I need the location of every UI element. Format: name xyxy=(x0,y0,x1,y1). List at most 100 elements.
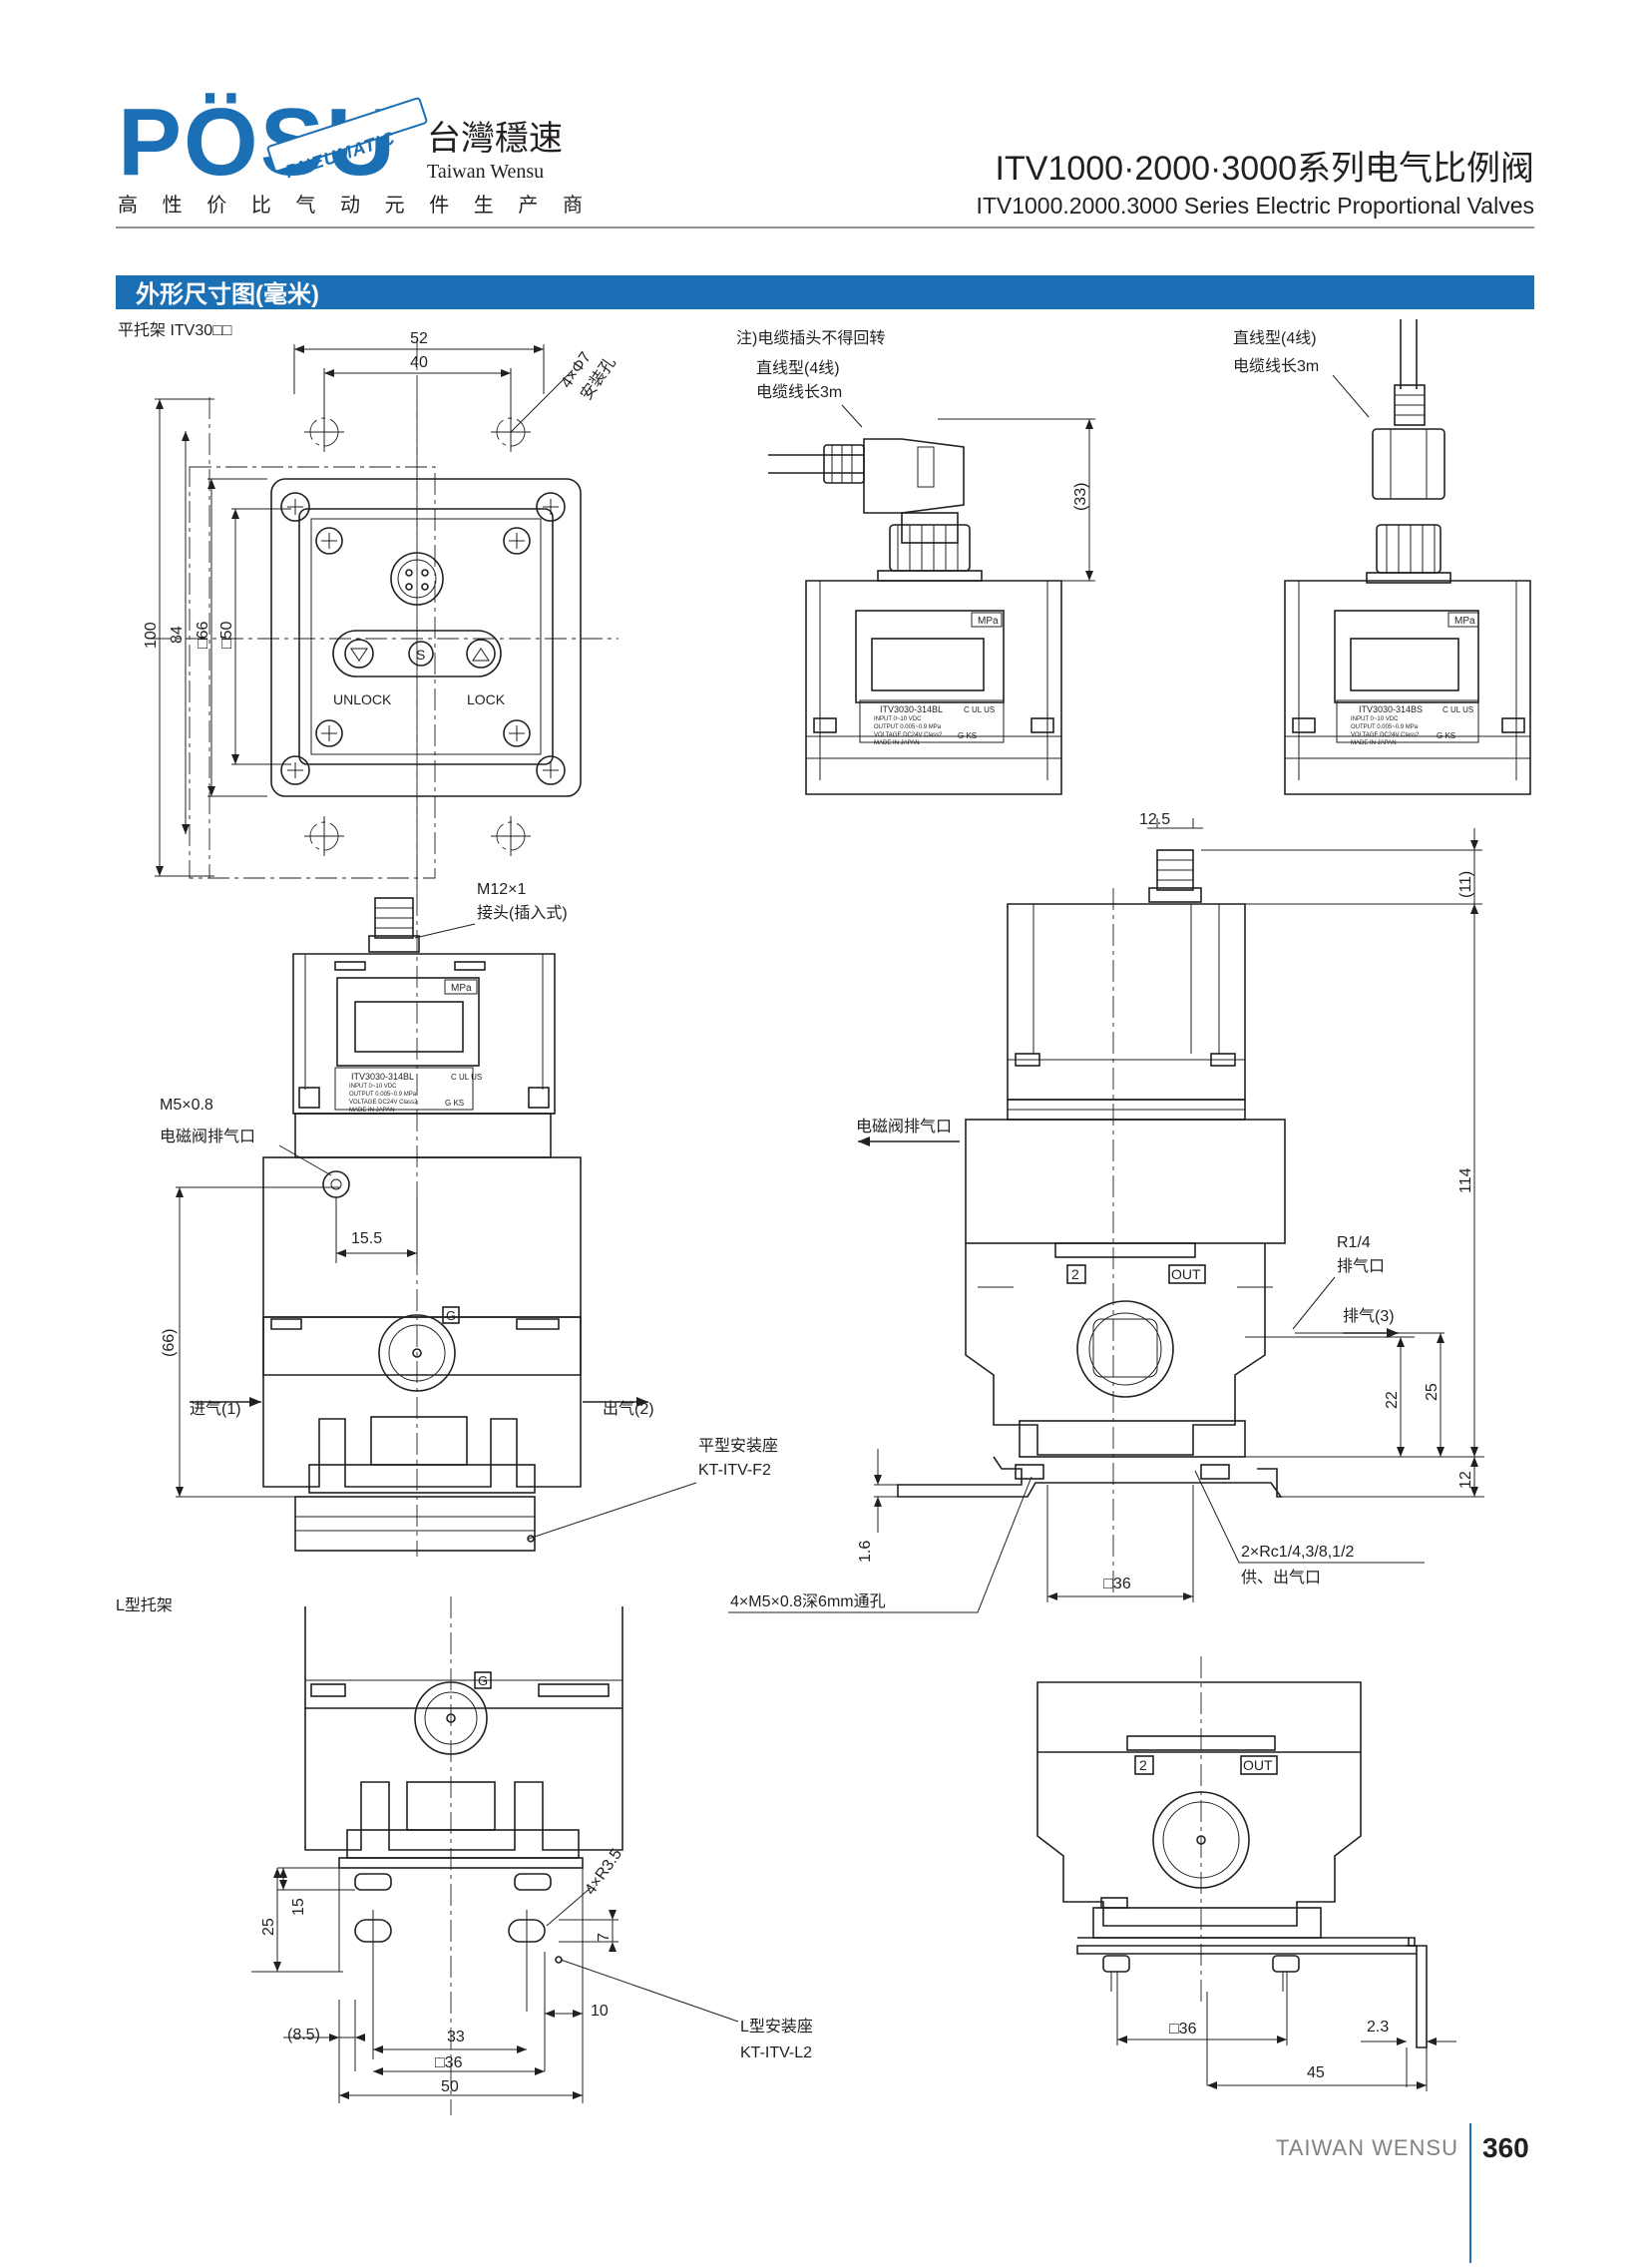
device-a-cert: C UL US xyxy=(964,705,995,714)
m12-label: 接头(插入式) xyxy=(477,904,568,922)
slogan-char: 件 xyxy=(429,194,449,217)
title-en: ITV1000.2000.3000 Series Electric Propor… xyxy=(976,193,1534,219)
l-side-dim-45: 45 xyxy=(1307,2064,1325,2081)
spec-line: MADE IN JAPAN xyxy=(1351,740,1397,746)
slogan-char: 气 xyxy=(295,194,315,217)
cable-views: 注)电缆插头不得回转 直线型(4线) 电缆线长3m MPa ITV3030-31… xyxy=(736,319,1531,795)
straight-plug xyxy=(1372,428,1445,500)
inlet-label: 进气(1) xyxy=(190,1400,241,1418)
l-dim-33: 33 xyxy=(447,2029,465,2045)
right-angle-type: 直线型(4线) xyxy=(756,359,840,377)
m5-dim: M5×0.8 xyxy=(160,1097,213,1114)
slogan-char: 商 xyxy=(563,194,583,217)
l-side-bracket xyxy=(1076,1945,1418,1955)
m5-label: 电磁阀排气口 xyxy=(160,1128,255,1145)
footer-company: TAIWAN WENSU xyxy=(1276,2135,1458,2160)
spec-line: INPUT 0~10 VDC xyxy=(874,716,922,722)
front-model: ITV3030-314BL xyxy=(351,1072,414,1082)
bracket-outline xyxy=(189,466,436,879)
spec-line: INPUT 0~10 VDC xyxy=(1351,716,1399,722)
slogan: 高性价比气动元件生产商 xyxy=(118,194,583,217)
device-b-housing xyxy=(1284,580,1531,795)
l-side-out: OUT xyxy=(1243,1757,1273,1773)
l-dim-10: 10 xyxy=(591,2003,609,2020)
r14-dim: R1/4 xyxy=(1337,1234,1371,1251)
brand-en: Taiwan Wensu xyxy=(427,161,544,183)
r14-label: 排气口 xyxy=(1337,1257,1385,1275)
m5-port xyxy=(322,1170,350,1198)
dim-50sq: □50 xyxy=(218,621,235,649)
lock-label: LOCK xyxy=(467,691,506,707)
device-b-spec-lines: INPUT 0~10 VDC OUTPUT 0.005~0.9 MPaVOLTAG… xyxy=(1351,716,1420,746)
dim-1-6: 1.6 xyxy=(857,1541,874,1563)
spec-line: INPUT 0~10 VDC xyxy=(349,1084,397,1090)
title-cn: ITV1000·2000·3000系列电气比例阀 xyxy=(996,150,1534,188)
side-flat-mount xyxy=(897,1456,1283,1498)
l-side-dim-36: □36 xyxy=(1169,2021,1197,2038)
l-mount-label: L型安装座 xyxy=(740,2018,813,2036)
dim-114: 114 xyxy=(1457,1167,1474,1193)
rc-label: 供、出气口 xyxy=(1241,1569,1321,1587)
l-dim-50: 50 xyxy=(441,2078,459,2095)
front-cert: C UL US xyxy=(451,1073,482,1082)
l-valve-body xyxy=(304,1708,623,1851)
svg-text:S: S xyxy=(416,647,425,663)
exhaust3-label: 排气(3) xyxy=(1343,1307,1395,1325)
slogan-char: 高 xyxy=(118,194,138,217)
spec-line: MADE IN JAPAN xyxy=(349,1108,395,1114)
section-title: 外形尺寸图(毫米) xyxy=(136,280,319,308)
valve-body xyxy=(262,1156,582,1318)
side-exhaust-sol: 电磁阀排气口 xyxy=(856,1118,952,1135)
l-side-view: 2 OUT □36 2.3 45 xyxy=(1036,1656,1456,2091)
unlock-label: UNLOCK xyxy=(333,691,392,707)
slogan-char: 比 xyxy=(251,194,271,217)
device-a-spec-lines: INPUT 0~10 VDC OUTPUT 0.005~0.9 MPaVOLTAG… xyxy=(874,716,943,746)
spec-line: VOLTAGE DC24V Class2 xyxy=(1351,732,1420,738)
spec-line: OUTPUT 0.005~0.9 MPa xyxy=(1351,724,1419,730)
spec-line: OUTPUT 0.005~0.9 MPa xyxy=(874,724,942,730)
side-port-2: 2 xyxy=(1071,1266,1079,1282)
l-port xyxy=(414,1681,488,1755)
logo: PÖSU PNEUMATIC 台灣穩速 Taiwan Wensu xyxy=(118,89,563,196)
l-g: G xyxy=(478,1673,488,1688)
side-housing xyxy=(1007,903,1246,1101)
front-mpa: MPa xyxy=(451,983,472,994)
logo-banner-frame xyxy=(266,97,428,173)
dim-52: 52 xyxy=(410,330,428,347)
dim-100: 100 xyxy=(143,622,160,649)
spec-line: MADE IN JAPAN xyxy=(874,740,920,746)
side-out: OUT xyxy=(1171,1266,1201,1282)
l-bracket-title: L型托架 xyxy=(116,1596,173,1614)
device-b-cert: C UL US xyxy=(1443,705,1473,714)
l-dim-8-5: (8.5) xyxy=(287,2027,320,2043)
dim-25: 25 xyxy=(1424,1383,1441,1401)
dim-33: (33) xyxy=(1072,483,1089,511)
m12-dim: M12×1 xyxy=(477,881,526,898)
side-valve-body xyxy=(965,1119,1286,1244)
body-top xyxy=(298,508,554,765)
slogan-char: 产 xyxy=(518,194,538,217)
button-panel xyxy=(332,630,502,678)
slogan-char: 价 xyxy=(206,195,226,217)
slogan-char: 元 xyxy=(385,195,405,217)
slogan-char: 性 xyxy=(163,194,183,217)
l-mount-code: KT-ITV-L2 xyxy=(740,2044,812,2061)
device-b-mpa: MPa xyxy=(1454,616,1475,627)
dim-40: 40 xyxy=(410,354,428,371)
dim-15-5: 15.5 xyxy=(351,1230,382,1247)
device-b-model: ITV3030-314BS xyxy=(1359,704,1423,714)
straight-type: 直线型(4线) xyxy=(1233,329,1317,347)
dim-22: 22 xyxy=(1384,1391,1401,1409)
spec-line: VOLTAGE DC24V Class2 xyxy=(874,732,943,738)
l-side-body-top xyxy=(1036,1681,1362,1753)
dim-84: 84 xyxy=(169,626,186,644)
front-g: G xyxy=(446,1308,456,1323)
l-dim-7: 7 xyxy=(596,1933,613,1942)
spec-line: OUTPUT 0.005~0.9 MPa xyxy=(349,1092,417,1098)
corner-screws xyxy=(280,492,566,785)
m5-holes-label: 4×M5×0.8深6mm通孔 xyxy=(730,1592,886,1610)
display-window xyxy=(336,977,480,1067)
top-view: S UNLOCK LOCK 52 40 4×Φ7 安装孔 100 84 □66 … xyxy=(143,330,619,898)
